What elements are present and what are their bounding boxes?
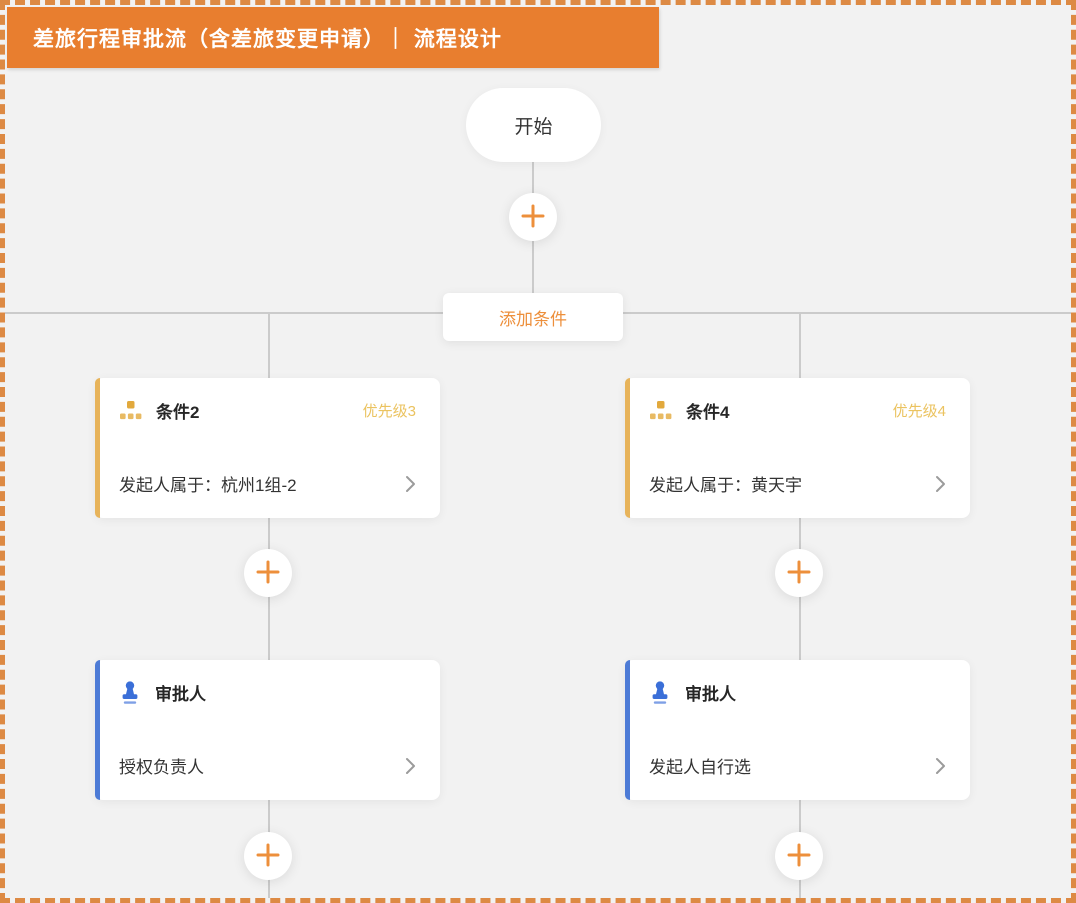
add-node-button-left-bottom[interactable] [244,832,292,880]
approver-card-header: 审批人 [649,680,946,705]
condition-priority-badge: 优先级4 [892,403,946,420]
page-title: 差旅行程审批流（含差旅变更申请）｜ 流程设计 [7,7,659,68]
approver-title: 审批人 [685,685,736,704]
stamp-icon [649,680,671,705]
plus-icon [255,559,281,588]
connector-left-branch-line [268,313,270,898]
approver-card-body: 发起人自行选 [649,753,946,778]
org-hierarchy-icon [649,400,672,422]
add-node-button-top[interactable] [509,193,557,241]
stamp-icon [119,680,141,705]
condition-title: 条件2 [156,403,200,422]
approver-card-body: 授权负责人 [119,753,416,778]
condition-card-body: 发起人属于：黄天宇 [649,471,946,496]
condition-rule-text: 发起人属于：黄天宇 [649,476,802,495]
condition-node-right[interactable]: 条件4 优先级4 发起人属于：黄天宇 [625,378,970,518]
condition-card-body: 发起人属于：杭州1组-2 [119,471,416,496]
condition-rule-text: 发起人属于：杭州1组-2 [119,476,297,495]
start-node-label: 开始 [514,116,553,138]
approver-rule-text: 授权负责人 [119,758,204,777]
condition-title: 条件4 [686,403,730,422]
condition-card-header: 条件2 优先级3 [119,398,416,423]
add-node-button-left-mid[interactable] [244,549,292,597]
plus-icon [520,203,546,232]
plus-icon [786,559,812,588]
plus-icon [255,842,281,871]
condition-node-left[interactable]: 条件2 优先级3 发起人属于：杭州1组-2 [95,378,440,518]
condition-card-header: 条件4 优先级4 [649,398,946,423]
approver-card-header: 审批人 [119,680,416,705]
chevron-right-icon [935,757,946,775]
add-condition-button[interactable]: 添加条件 [443,293,623,341]
chevron-right-icon [935,475,946,493]
connector-right-branch-line [799,313,801,898]
add-node-button-right-bottom[interactable] [775,832,823,880]
chevron-right-icon [405,475,416,493]
approver-title: 审批人 [155,685,206,704]
add-node-button-right-mid[interactable] [775,549,823,597]
approver-node-left[interactable]: 审批人 授权负责人 [95,660,440,800]
condition-priority-badge: 优先级3 [362,403,416,420]
start-node[interactable]: 开始 [466,88,601,162]
org-hierarchy-icon [119,400,142,422]
page-title-text: 差旅行程审批流（含差旅变更申请）｜ 流程设计 [33,27,502,51]
plus-icon [786,842,812,871]
approver-rule-text: 发起人自行选 [649,758,751,777]
approver-node-right[interactable]: 审批人 发起人自行选 [625,660,970,800]
chevron-right-icon [405,757,416,775]
